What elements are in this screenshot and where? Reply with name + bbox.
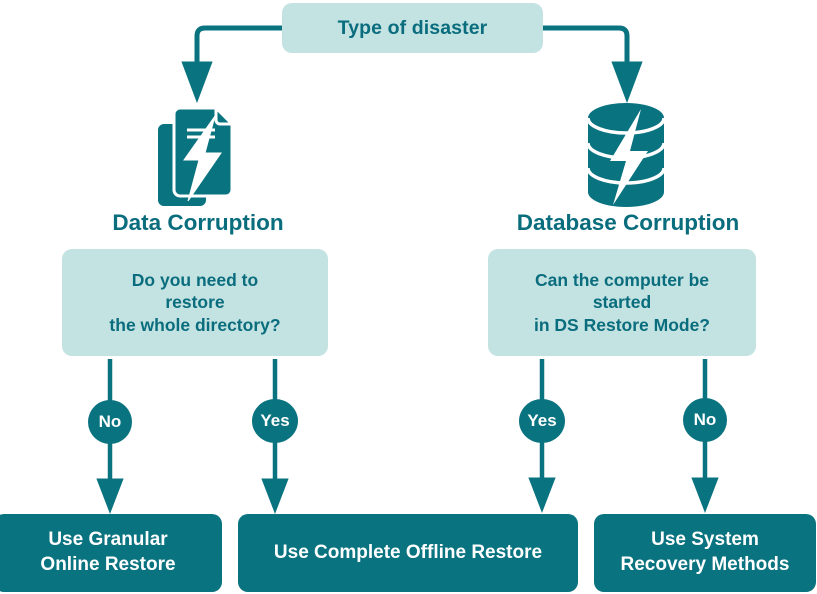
edge-label-yes-left[interactable]: Yes xyxy=(252,399,298,443)
node-result-complete-offline-restore[interactable]: Use Complete Offline Restore xyxy=(238,514,578,592)
node-result-granular-online-restore[interactable]: Use Granular Online Restore xyxy=(0,514,222,592)
question-line: Can the computer be xyxy=(534,269,710,290)
node-question-data-corruption[interactable]: Do you need to restore the whole directo… xyxy=(62,249,328,356)
edge-label-no-right[interactable]: No xyxy=(683,398,727,442)
branch-heading-database-corruption: Database Corruption xyxy=(516,210,740,235)
result-line: Use Complete Offline Restore xyxy=(273,541,543,563)
edge-label-no-left[interactable]: No xyxy=(88,400,132,444)
question-line: in DS Restore Mode? xyxy=(534,314,710,335)
question-line: started xyxy=(592,292,652,313)
node-question-database-corruption[interactable]: Can the computer be started in DS Restor… xyxy=(488,249,756,356)
result-line: Recovery Methods xyxy=(620,554,790,575)
document-lightning-icon xyxy=(158,104,238,206)
edge-label-yes-right[interactable]: Yes xyxy=(519,399,565,443)
question-line: the whole directory? xyxy=(109,314,281,335)
node-type-of-disaster-label: Type of disaster xyxy=(337,16,488,39)
question-line: restore xyxy=(165,292,225,313)
result-line: Use Granular xyxy=(48,529,168,551)
node-type-of-disaster[interactable]: Type of disaster xyxy=(282,3,543,53)
branch-heading-data-corruption: Data Corruption xyxy=(112,210,284,235)
result-line: Use System xyxy=(651,529,759,551)
result-line: Online Restore xyxy=(40,554,176,575)
database-lightning-icon xyxy=(585,103,667,207)
question-line: Do you need to xyxy=(131,269,259,290)
node-result-system-recovery-methods[interactable]: Use System Recovery Methods xyxy=(594,514,816,592)
